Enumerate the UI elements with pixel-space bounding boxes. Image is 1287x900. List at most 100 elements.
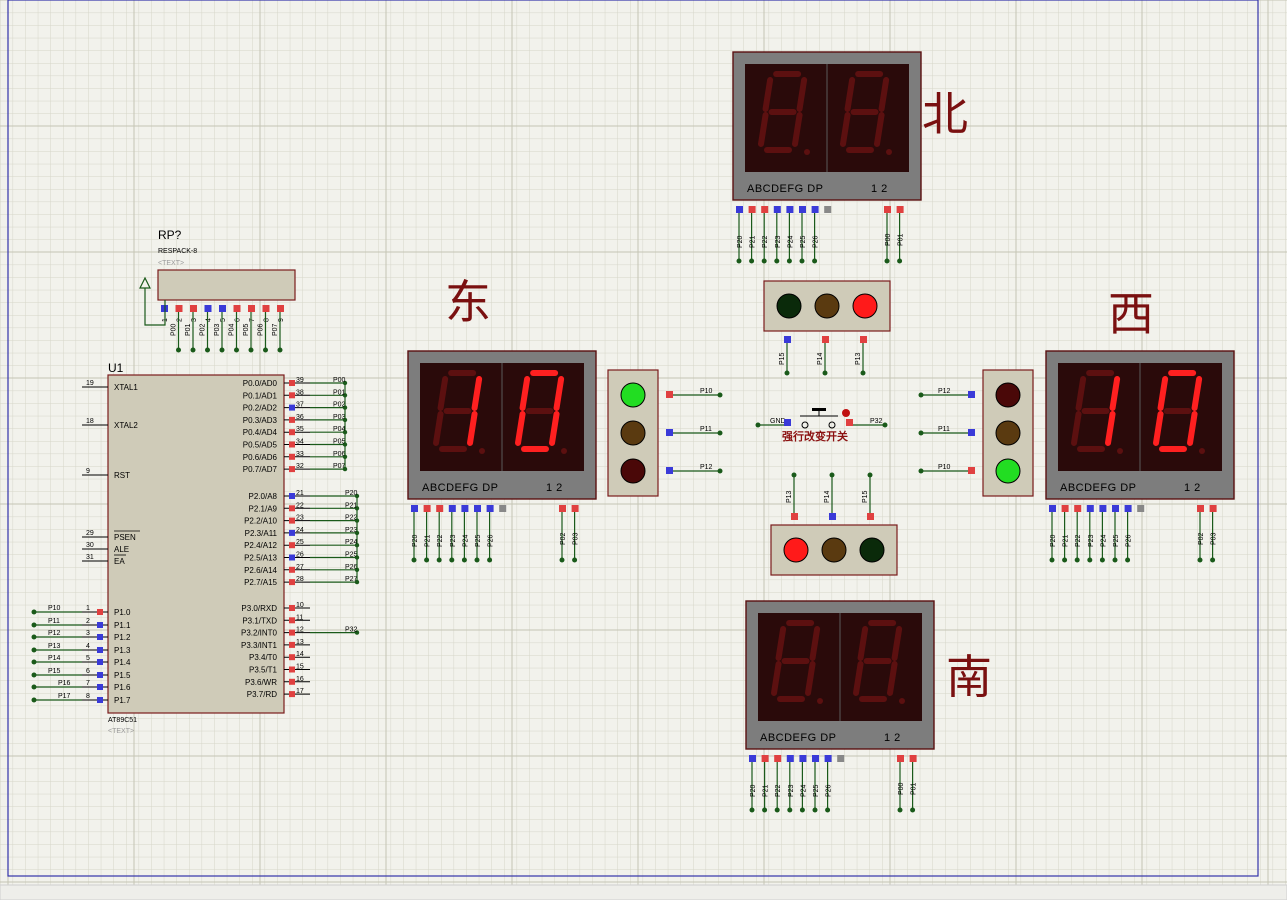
mcu-net-label: P24 [345,539,358,546]
mcu-pin-number: 30 [86,542,94,549]
display-net-label: P03 [1211,532,1218,545]
sheet-border [7,0,1259,877]
override-switch[interactable]: GND P32 强行改变开关 [755,408,888,443]
mcu-pin-name: P0.2/AD2 [243,404,278,413]
display-net-label: P24 [787,235,794,248]
decimal-point [561,448,567,454]
segment [515,411,526,446]
display-digit-label: 1 2 [546,482,563,494]
segment [775,626,787,661]
mcu-pin-number: 18 [86,418,94,425]
lamp-net-label: P12 [700,464,713,471]
mcu-pin-number: 35 [296,426,304,433]
resistor-pack-pin-marker [219,305,226,312]
display-net-label: P25 [475,534,482,547]
segment [805,661,816,696]
resistor-pack-net-label: P06 [258,323,265,336]
mcu-pin-name: P2.5/A13 [244,554,277,563]
display-net-label: P25 [800,235,807,248]
mcu-pin-name: P3.6/WR [245,678,277,687]
lamp-net-label: P10 [700,388,713,395]
lamp-red [783,537,809,563]
display-net-label: P26 [826,784,833,797]
display-net-label: P22 [762,235,769,248]
segment [887,661,898,696]
display-net-label: P23 [450,534,457,547]
segment [1187,411,1198,446]
decimal-point [1199,448,1205,454]
mcu-pin-number: 21 [296,490,304,497]
mcu-pin-number: 16 [296,676,304,683]
resistor-pack-ref: RP? [158,228,182,242]
resistor-pack-net-label: P01 [185,323,192,336]
mcu-pin-name: P3.5/T1 [249,666,278,675]
mcu-pin-name: P3.2/INT0 [241,629,278,638]
mcu-pin-number: 32 [296,463,304,470]
lamp-net-label: P11 [700,426,712,433]
mcu-pin-number: 36 [296,414,304,421]
mcu-pin-number: 23 [296,515,304,522]
mcu-pin-name: P3.7/RD [247,690,277,699]
mcu-ref: U1 [108,361,124,375]
display-net-label: P20 [750,784,757,797]
mcu-pin-number: 1 [86,605,90,612]
resistor-pack-ground-arrow [139,276,166,326]
mcu-net-label: P15 [48,668,61,675]
mcu-net-label: P06 [333,451,346,458]
switch-label: 强行改变开关 [782,429,848,443]
display-net-label: P00 [898,782,905,795]
decimal-point [1117,448,1123,454]
mcu-pin-number: 12 [296,627,304,634]
mcu-pin-number: 8 [86,693,90,700]
display-net-label: P24 [462,534,469,547]
mcu-net-label: P21 [345,502,358,509]
mcu-pin-number: 37 [296,402,304,409]
segment [1157,376,1169,411]
mcu-pin-number: 25 [296,539,304,546]
mcu-net-label: P23 [345,527,358,534]
lamp-green [776,293,802,319]
mcu-pin-number: 26 [296,552,304,559]
segment [844,77,856,112]
decimal-point [886,149,892,155]
display-net-label: P25 [1113,534,1120,547]
lamp-yellow [620,420,646,446]
mcu-pin-name: P0.5/AD5 [243,441,278,450]
mcu-pin-number: 14 [296,651,304,658]
mcu-pin-name: P0.4/AD4 [243,428,278,437]
lamp-net-label: P11 [938,426,950,433]
display-net-label: P22 [1075,534,1082,547]
lamp-net-label: P14 [817,352,824,365]
mcu-pin-name: P1.6 [114,683,131,692]
lamp-yellow [814,293,840,319]
mcu-pin-number: 19 [86,380,94,387]
mcu-net-label: P22 [345,515,358,522]
display-net-label: P01 [898,233,905,246]
mcu-net-label: P01 [333,389,346,396]
mcu-pin-name: P1.3 [114,646,131,655]
mcu-pin-name: P0.7/AD7 [243,465,278,474]
mcu-pin-name: P2.0/A8 [249,492,278,501]
display-net-label: P24 [800,784,807,797]
segment [433,411,444,446]
mcu-pin-number: 38 [296,389,304,396]
mcu-pin-number: 13 [296,639,304,646]
decimal-point [804,149,810,155]
mcu-pin-name: P2.7/A15 [244,578,277,587]
display-net-label: P23 [788,784,795,797]
display-net-label: P25 [813,784,820,797]
mcu-net-label: P02 [333,402,346,409]
